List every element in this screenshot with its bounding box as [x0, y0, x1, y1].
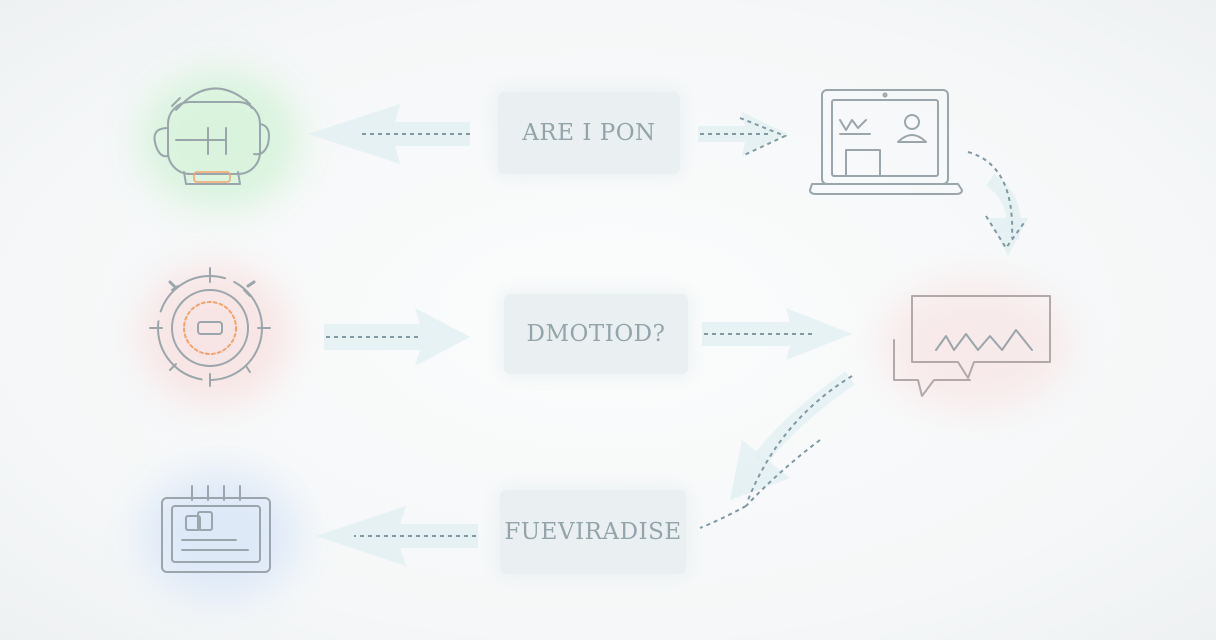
arrow-top-right: [698, 112, 788, 157]
arrow-laptop-to-chat: [967, 151, 1028, 256]
calendar-glow: [140, 470, 300, 600]
arrow-top-left: [308, 104, 470, 164]
arrow-chat-to-bottom: [699, 371, 855, 529]
chat-chart-icon: [893, 295, 1051, 397]
label-top-text: ARE I PON: [522, 120, 656, 146]
label-box-top: ARE I PON: [498, 92, 680, 174]
arrow-middle-right: [702, 308, 852, 360]
arrow-middle-left: [324, 308, 470, 366]
headset-robot-icon: [153, 87, 270, 185]
label-bottom-text: FUEVIRADISE: [504, 519, 682, 545]
calendar-board-icon: [161, 485, 271, 573]
label-middle-text: DMOTIOD?: [526, 321, 666, 347]
target-gear-icon: [149, 267, 271, 387]
laptop-dashboard-icon: [809, 89, 963, 195]
label-box-bottom: FUEVIRADISE: [500, 490, 686, 574]
label-box-middle: DMOTIOD?: [504, 294, 688, 374]
arrow-bottom-left: [316, 506, 478, 566]
